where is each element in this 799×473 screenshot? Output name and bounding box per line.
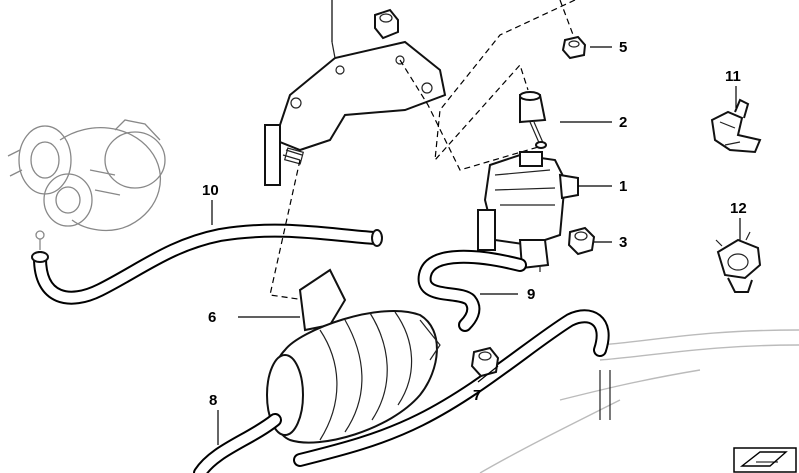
turbocharger-icon xyxy=(7,119,166,250)
hose-9 xyxy=(417,249,527,332)
callout-8: 8 xyxy=(209,392,217,409)
leader-lines xyxy=(211,46,741,445)
callout-labels: 5 2 1 3 6 7 8 9 10 11 12 xyxy=(202,39,747,409)
callout-7: 7 xyxy=(473,387,481,404)
bracket-icon xyxy=(264,40,447,186)
nut-icon xyxy=(561,35,587,60)
callout-5: 5 xyxy=(619,39,627,56)
vacuum-reservoir-icon xyxy=(266,268,441,444)
nut-icon xyxy=(470,346,500,378)
callout-9: 9 xyxy=(527,286,535,303)
callout-10: 10 xyxy=(202,182,219,199)
nut-icon xyxy=(567,226,596,256)
nut-icon xyxy=(374,8,399,40)
hose-clip-icon xyxy=(715,231,762,293)
filter-icon xyxy=(519,91,547,149)
callout-11: 11 xyxy=(725,68,741,85)
hose-clamp-icon xyxy=(710,98,762,154)
hose-lower-right xyxy=(293,309,611,467)
hose-10 xyxy=(31,223,383,305)
hose-8 xyxy=(193,413,282,473)
callout-2: 2 xyxy=(619,114,627,131)
pressure-converter-icon xyxy=(477,151,579,272)
corner-mark-icon xyxy=(733,447,797,473)
callout-1: 1 xyxy=(619,178,627,195)
callout-3: 3 xyxy=(619,234,627,251)
callout-6: 6 xyxy=(208,309,216,326)
callout-12: 12 xyxy=(730,200,747,217)
